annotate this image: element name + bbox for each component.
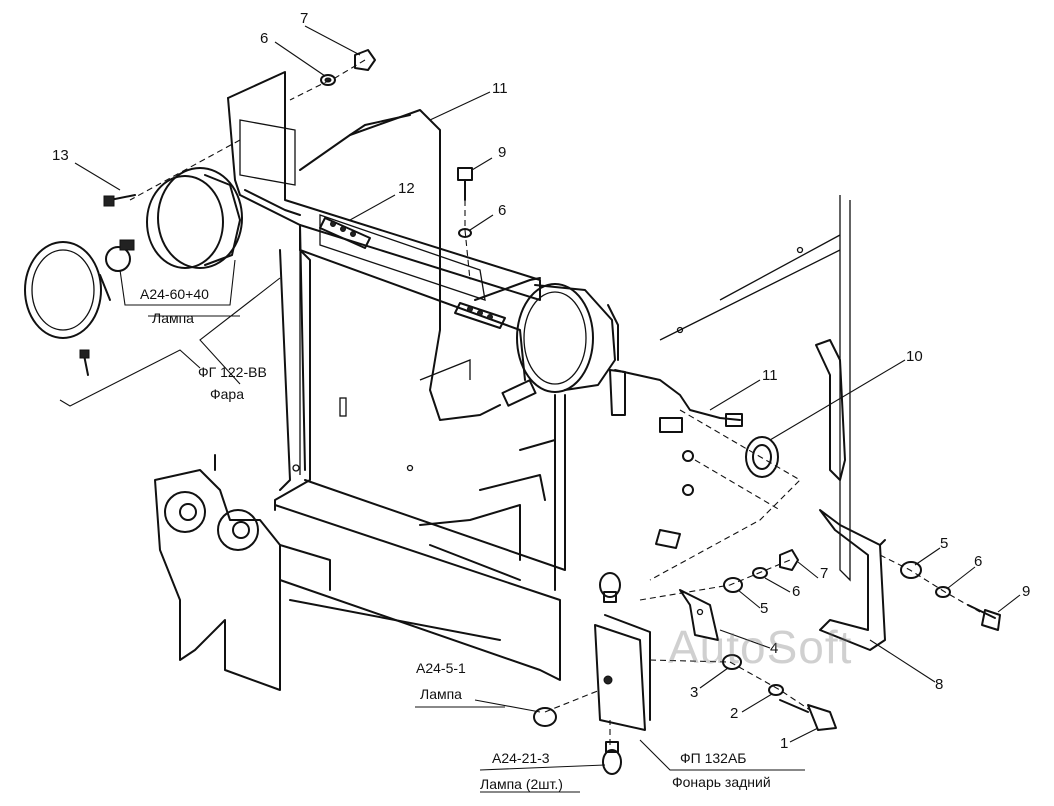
- taillight-label: Фонарь задний: [672, 774, 771, 790]
- tail-bracket: [819, 509, 886, 651]
- callout-12-terminal: 12: [398, 180, 415, 197]
- right-headlight: [516, 283, 626, 416]
- callout-8-bracket: 8: [935, 676, 944, 693]
- callout-9-bolt-top: 9: [498, 144, 507, 161]
- headlight-code: ФГ 122-ВВ: [198, 364, 267, 380]
- callout-6-washer-right: 6: [974, 553, 983, 570]
- side-bulb-label: Лампа: [420, 686, 462, 702]
- left-headlight: [24, 167, 243, 376]
- callout-4-bracket: 4: [770, 640, 779, 657]
- upper-fasteners: [320, 49, 473, 238]
- lower-fasteners: [722, 549, 1001, 731]
- headlamp-bulb-code: А24-60+40: [140, 286, 209, 302]
- tail-lamp: [533, 572, 651, 775]
- assembly-lines: [129, 59, 981, 745]
- callout-6-washer-mid: 6: [498, 202, 507, 219]
- side-bulb-code: А24-5-1: [416, 660, 466, 676]
- callout-5-washer-right: 5: [940, 535, 949, 552]
- mounting-frame: [227, 71, 566, 681]
- tail-bulb-code: А24-21-3: [492, 750, 550, 766]
- callout-1-bolt: 1: [780, 735, 789, 752]
- callout-13-screw: 13: [52, 147, 69, 164]
- callout-7-nut-lower: 7: [820, 565, 829, 582]
- lift-arm: [154, 454, 501, 691]
- callout-3-washer: 3: [690, 684, 699, 701]
- callout-2-washer: 2: [730, 705, 739, 722]
- callout-6-washer-top: 6: [260, 30, 269, 47]
- headlamp-bulb-label: Лампа: [152, 310, 194, 326]
- callout-7-nut-top: 7: [300, 10, 309, 27]
- wiring-harness: [299, 109, 743, 433]
- callout-6-washer-lower: 6: [792, 583, 801, 600]
- taillight-code: ФП 132АБ: [680, 750, 747, 766]
- grommet: [745, 339, 846, 481]
- headlight-label: Фара: [210, 386, 245, 402]
- small-bracket: [655, 450, 719, 641]
- callout-11-harness-top: 11: [492, 80, 508, 97]
- leader-lines: [59, 25, 1021, 793]
- callout-10-grommet: 10: [906, 348, 923, 365]
- callout-9-bolt-right: 9: [1022, 583, 1031, 600]
- callout-11-harness-right: 11: [762, 367, 778, 384]
- callout-5-washer-lower: 5: [760, 600, 769, 617]
- tail-bulb-label: Лампа (2шт.): [480, 776, 563, 792]
- cab-wall: [659, 195, 851, 582]
- watermark: AutoSoft: [668, 621, 853, 673]
- terminal-blocks: [319, 217, 506, 329]
